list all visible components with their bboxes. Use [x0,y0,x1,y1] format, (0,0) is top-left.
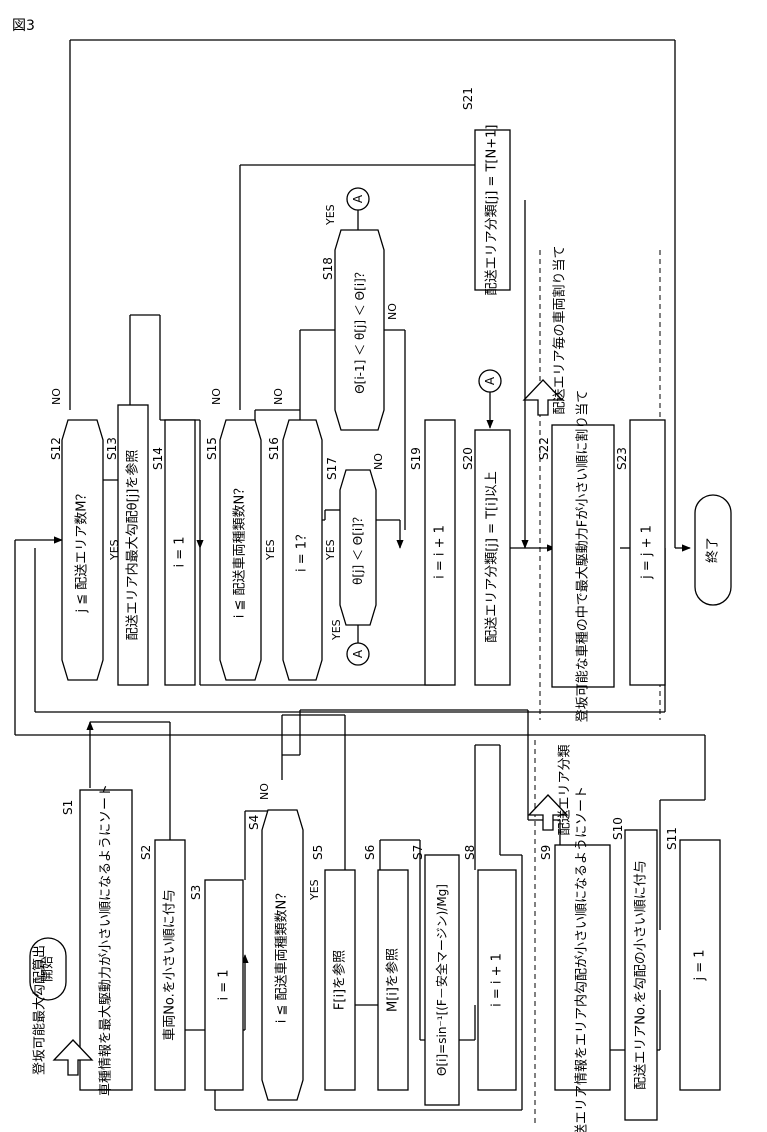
connector-a-s18: A [347,188,369,230]
step-id-s6: S6 [363,845,377,860]
process-s10: 配送エリアNo.を勾配の小さい順に付与 [625,830,657,1120]
svg-text:登坂可能な車種の中で最大駆動力Fが小さい順に割り当て: 登坂可能な車種の中で最大駆動力Fが小さい順に割り当て [575,390,591,722]
step-id-s1: S1 [61,800,75,815]
process-s6: M[i]を参照 [378,870,408,1090]
svg-text:配送エリア毎の車両割り当て: 配送エリア毎の車両割り当て [552,245,568,414]
process-s8: i = i + 1 [478,870,516,1090]
process-s5: F[i]を参照 [325,870,355,1090]
svg-text:i = 1: i = 1 [173,536,188,567]
label-no-s12: NO [50,388,63,405]
process-s7: Θ[i]=sin⁻¹[(F－安全マージン)/Mg] [425,855,459,1105]
label-yes-s18: YES [324,204,337,226]
step-id-s23: S23 [615,447,629,470]
svg-text:配送エリア情報をエリア内勾配が小さい順になるようにソート: 配送エリア情報をエリア内勾配が小さい順になるようにソート [574,786,590,1132]
step-id-s7: S7 [411,845,425,860]
decision-s17: θ[j] ＜ Θ[i]？ [340,470,376,625]
step-id-s18: S18 [321,257,335,280]
process-s13: 配送エリア内最大勾配θ[j]を参照 [118,405,148,685]
svg-text:θ[j] ＜ Θ[i]？: θ[j] ＜ Θ[i]？ [351,511,365,585]
svg-text:j = j + 1: j = j + 1 [640,525,655,580]
svg-text:配送エリア分類: 配送エリア分類 [558,744,573,835]
step-id-s20: S20 [461,447,475,470]
svg-text:配送エリアNo.を勾配の小さい順に付与: 配送エリアNo.を勾配の小さい順に付与 [634,860,649,1090]
step-id-s9: S9 [539,845,553,860]
decision-s18: Θ[i-1] ＜ θ[j] ＜ Θ[i]？ [335,230,384,430]
label-yes-s17: YES [330,619,343,641]
step-id-s14: S14 [151,447,165,470]
process-s14: i = 1 [165,420,195,685]
svg-text:配送エリア分類[j] = T[i]以上: 配送エリア分類[j] = T[i]以上 [485,471,500,643]
svg-text:終了: 終了 [705,537,721,563]
step-id-s12: S12 [49,437,63,460]
process-s20: 配送エリア分類[j] = T[i]以上 [475,430,510,685]
process-s11: j = 1 [680,840,720,1090]
phase-label-2: 配送エリア分類 [529,744,573,835]
label-no-s16: NO [272,388,285,405]
svg-text:i = 1？: i = 1？ [295,528,310,572]
label-no-s4: NO [258,783,271,800]
svg-text:A: A [351,649,365,658]
step-id-s8: S8 [463,845,477,860]
step-id-s2: S2 [139,845,153,860]
svg-text:i ≦ 配送車両種類数N？: i ≦ 配送車両種類数N？ [274,887,290,1024]
label-no-s15: NO [210,388,223,405]
label-yes-s16: YES [324,539,337,561]
phase-label-3: 配送エリア毎の車両割り当て [524,245,568,415]
figure-label: 図3 [12,18,35,34]
process-s19: i = i + 1 [425,420,455,685]
step-id-s17: S17 [325,457,339,480]
step-id-s10: S10 [611,817,625,840]
process-s2: 車両No.を小さい順に付与 [155,840,185,1090]
process-s9: 配送エリア情報をエリア内勾配が小さい順になるようにソート [555,786,610,1132]
svg-text:M[i]を参照: M[i]を参照 [385,948,401,1012]
process-s1: 車種情報を最大駆動力が小さい順になるようにソート [80,784,132,1096]
svg-text:Θ[i-1] ＜ θ[j] ＜ Θ[i]？: Θ[i-1] ＜ θ[j] ＜ Θ[i]？ [353,266,367,394]
svg-text:A: A [351,194,365,203]
step-id-s15: S15 [205,437,219,460]
svg-text:j = 1: j = 1 [693,949,708,981]
decision-s4: i ≦ 配送車両種類数N？ [262,810,303,1100]
svg-text:車種情報を最大駆動力が小さい順になるようにソート: 車種情報を最大駆動力が小さい順になるようにソート [98,784,114,1096]
decision-s15: i ≦ 配送車両種類数N？ [220,420,261,680]
step-id-s19: S19 [409,447,423,470]
svg-text:車両No.を小さい順に付与: 車両No.を小さい順に付与 [163,889,178,1041]
step-id-s5: S5 [311,845,325,860]
svg-text:F[i]を参照: F[i]を参照 [332,950,348,1010]
svg-text:i = 1: i = 1 [217,969,232,1000]
svg-text:配送エリア内最大勾配θ[j]を参照: 配送エリア内最大勾配θ[j]を参照 [125,450,141,641]
svg-text:i = i + 1: i = i + 1 [433,525,448,579]
step-id-s22: S22 [537,437,551,460]
process-s21: 配送エリア分類[j] = T[N+1] [475,125,510,296]
step-id-s16: S16 [267,437,281,460]
process-s23: j = j + 1 [630,420,665,685]
svg-text:i = i + 1: i = i + 1 [490,953,505,1007]
step-id-s21: S21 [461,87,475,110]
svg-text:i ≦ 配送車両種類数N？: i ≦ 配送車両種類数N？ [232,482,248,619]
svg-text:配送エリア分類[j] = T[N+1]: 配送エリア分類[j] = T[N+1] [485,125,500,296]
decision-s16: i = 1？ [283,420,322,680]
svg-text:A: A [483,376,497,385]
step-id-s13: S13 [105,437,119,460]
label-yes-s15: YES [264,539,277,561]
end-terminal: 終了 [695,495,731,605]
process-s3: i = 1 [205,880,243,1090]
decision-s12: j ≦ 配送エリア数M？ [62,420,103,680]
connector-a-s20: A [479,370,501,392]
step-id-s4: S4 [247,815,261,830]
label-no-s17: NO [372,453,385,470]
label-no-s18: NO [386,303,399,320]
process-s22: 登坂可能な車種の中で最大駆動力Fが小さい順に割り当て [552,390,614,722]
svg-text:登坂可能最大勾配算出: 登坂可能最大勾配算出 [33,945,48,1075]
step-id-s11: S11 [665,827,679,850]
step-id-s3: S3 [189,885,203,900]
connector-a-s17: A [347,625,369,665]
svg-text:Θ[i]=sin⁻¹[(F－安全マージン)/Mg]: Θ[i]=sin⁻¹[(F－安全マージン)/Mg] [434,884,449,1076]
label-yes-s4: YES [308,879,321,901]
svg-text:j ≦ 配送エリア数M？: j ≦ 配送エリア数M？ [75,488,90,614]
